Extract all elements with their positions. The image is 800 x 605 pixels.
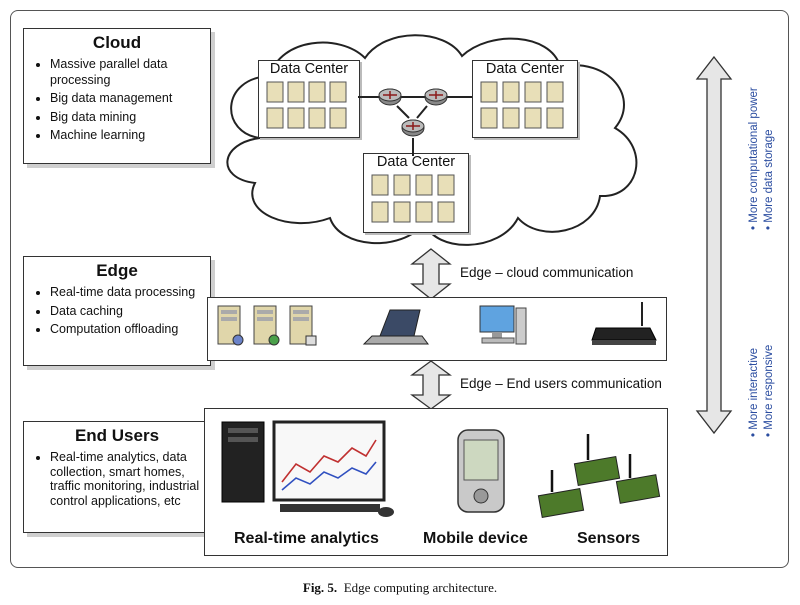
end-users-feature-list: Real-time analytics, data collection, sm… [24,450,210,508]
side-label: • More interactive [748,347,760,437]
device-label-mobile: Mobile device [423,530,528,547]
cloud-title: Cloud [92,33,142,52]
edge-title: Edge [96,261,138,280]
vertical-double-arrow [695,55,733,435]
edge-devices [217,302,657,346]
cloud-feature-item: Big data management [50,91,210,107]
edge-feature-item: Data caching [50,304,210,320]
edge-device-strip [207,297,667,361]
server-rack-icon [371,174,455,223]
server-rack-icon [480,81,564,129]
figure-frame [10,10,789,568]
data-center-bottom: Data Center [363,153,469,233]
wireless-router-icon [591,302,657,345]
side-labels-bottom: • More interactive • More responsive [748,345,778,437]
end-user-devices [221,420,661,519]
data-center-right: Data Center [472,60,578,138]
edge-feature-list: Real-time data processing Data caching C… [24,285,210,338]
router-icon [401,119,425,137]
data-center-label: Data Center [376,154,456,170]
sensor-node-icon [537,434,661,519]
router-icon [378,88,402,106]
data-center-left: Data Center [258,60,360,138]
cloud-feature-list: Massive parallel data processing Big dat… [24,57,210,144]
side-label: • More responsive [763,344,775,437]
edge-cloud-communication-label: Edge – cloud communication [460,265,634,280]
side-label: • More data storage [763,129,775,230]
edge-server-icon [253,305,280,346]
server-rack-icon [266,81,347,129]
caption-label: Fig. 5. [302,580,338,595]
device-label-analytics: Real-time analytics [234,530,379,547]
analytics-workstation-icon [221,420,394,517]
edge-server-icon [289,305,317,346]
cloud-feature-item: Massive parallel data processing [50,57,210,88]
caption-text: Edge computing architecture. [343,580,498,595]
data-center-label: Data Center [269,61,349,77]
cloud-feature-box: Cloud Massive parallel data processing B… [23,28,211,164]
edge-feature-box: Edge Real-time data processing Data cach… [23,256,211,366]
router-network [358,88,472,156]
edge-end-users-double-arrow [410,360,452,410]
data-center-label: Data Center [485,61,565,77]
end-users-feature-box: End Users Real-time analytics, data coll… [23,421,211,533]
side-label: • More computational power [748,87,760,230]
device-label-sensors: Sensors [577,530,641,547]
router-icon [424,88,448,106]
desktop-computer-icon [479,305,527,345]
edge-feature-item: Computation offloading [50,322,210,338]
edge-feature-item: Real-time data processing [50,285,210,301]
laptop-icon [362,309,429,345]
edge-end-users-communication-label: Edge – End users communication [460,376,662,391]
figure-caption: Fig. 5. Edge computing architecture. [0,580,800,596]
mobile-device-icon [457,429,505,513]
edge-cloud-double-arrow [410,248,452,300]
cloud-feature-item: Machine learning [50,128,210,144]
cloud-feature-item: Big data mining [50,110,210,126]
end-users-feature-item: Real-time analytics, data collection, sm… [50,450,210,508]
edge-server-icon [217,305,244,346]
side-labels-top: • More computational power • More data s… [748,87,778,230]
end-users-title: End Users [74,426,160,445]
